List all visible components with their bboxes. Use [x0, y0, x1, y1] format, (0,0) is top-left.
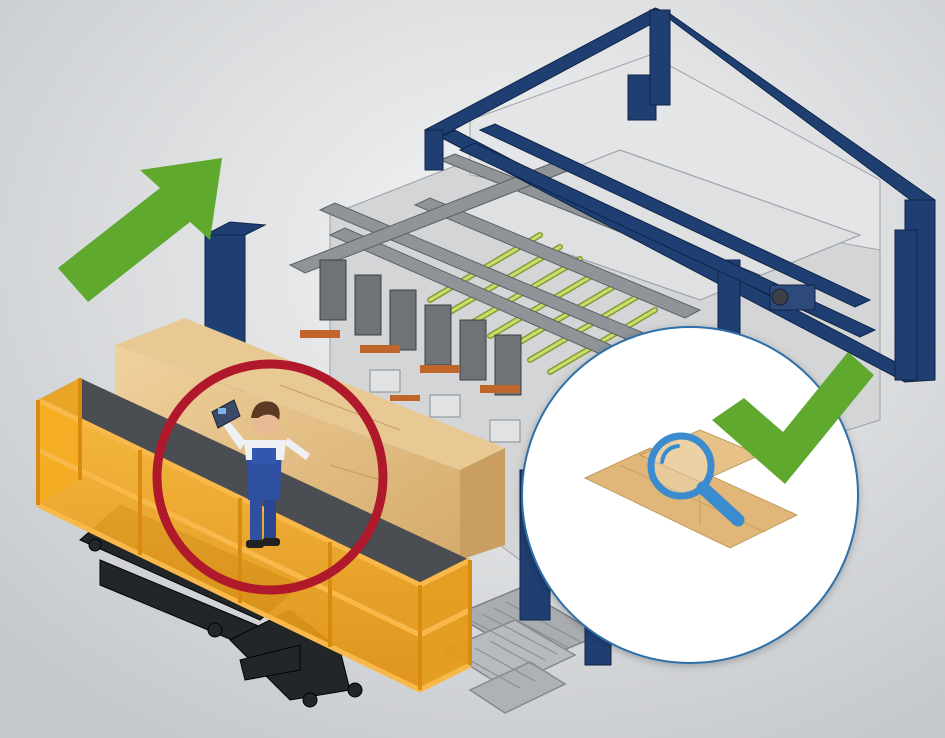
tooling-heads: [300, 259, 522, 443]
outfeed-conveyor: [443, 587, 602, 714]
operator-worker: [211, 399, 310, 548]
cardboard-stack: [115, 318, 505, 560]
machine-beams: [288, 153, 762, 388]
highlight-circle-icon: [152, 359, 388, 595]
arrow-up-right-icon: [58, 158, 222, 302]
magnifier-icon: [647, 432, 745, 527]
checkmark-icon: [712, 352, 874, 484]
